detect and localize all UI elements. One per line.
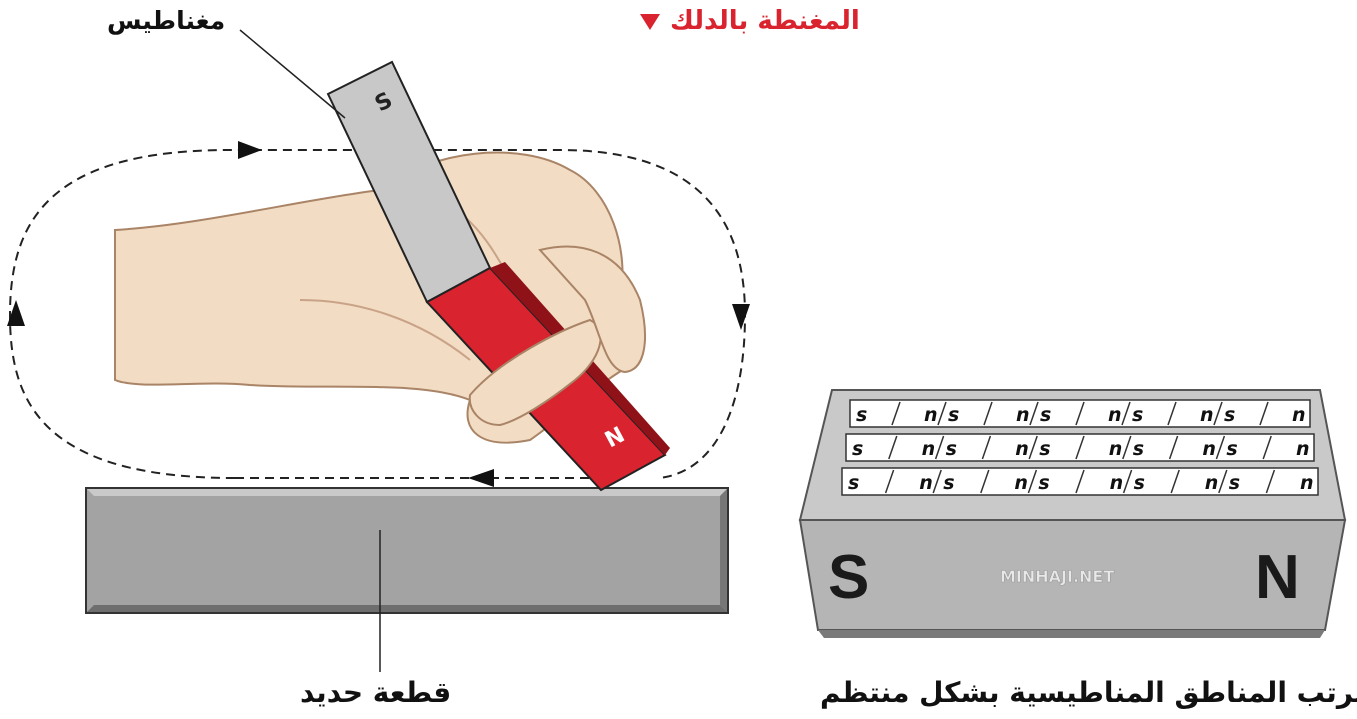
domain-letter: n [1205, 472, 1219, 494]
domain-letter: n [1300, 472, 1314, 494]
domain-letter: n [1202, 438, 1216, 460]
domain-letter: n [1015, 438, 1029, 460]
domain-letter: n [924, 404, 938, 426]
domain-letter: n [1016, 404, 1030, 426]
domain-letter: n [1200, 404, 1214, 426]
arrow-top-right [238, 141, 262, 159]
magnet-leader-line [240, 30, 345, 118]
domain-letter: s [848, 472, 859, 494]
iron-piece-label: قطعة حديد [300, 676, 451, 709]
domains-caption: تترتب المناطق المناطيسية بشكل منتظم [820, 676, 1357, 709]
domain-letter: n [1108, 404, 1122, 426]
domain-letter: s [856, 404, 867, 426]
domain-letter: s [943, 472, 954, 494]
domain-letter: n [1109, 438, 1123, 460]
domain-letter: s [1133, 438, 1144, 460]
domain-magnet-south-label: S [828, 543, 869, 612]
domain-letter: s [948, 404, 959, 426]
domain-letter: n [922, 438, 936, 460]
magnet-label: مغناطيس [107, 6, 225, 35]
domain-magnet-north-label: N [1255, 543, 1300, 612]
domain-letter: s [1226, 438, 1237, 460]
watermark: MINHAJI.NET [1000, 567, 1114, 586]
domain-letter: n [1014, 472, 1028, 494]
domain-letter: s [1134, 472, 1145, 494]
title-text: المغنطة بالدلك [670, 6, 860, 36]
domain-letter: s [946, 438, 957, 460]
iron-bar [86, 488, 728, 613]
down-triangle-icon [640, 14, 660, 30]
domain-letter: s [1039, 438, 1050, 460]
domain-letter: s [1040, 404, 1051, 426]
domain-letter: n [1292, 404, 1306, 426]
arrow-bottom-left [468, 469, 494, 487]
domain-letter: n [1296, 438, 1310, 460]
domain-letter: s [1224, 404, 1235, 426]
domain-letter: s [1038, 472, 1049, 494]
arrow-right-down [732, 304, 750, 330]
diagram-title: المغنطة بالدلك [640, 6, 860, 36]
domain-letter: s [1229, 472, 1240, 494]
domain-letter: n [919, 472, 933, 494]
domain-letter: n [1110, 472, 1124, 494]
domain-letter: s [1132, 404, 1143, 426]
domain-letter: s [852, 438, 863, 460]
